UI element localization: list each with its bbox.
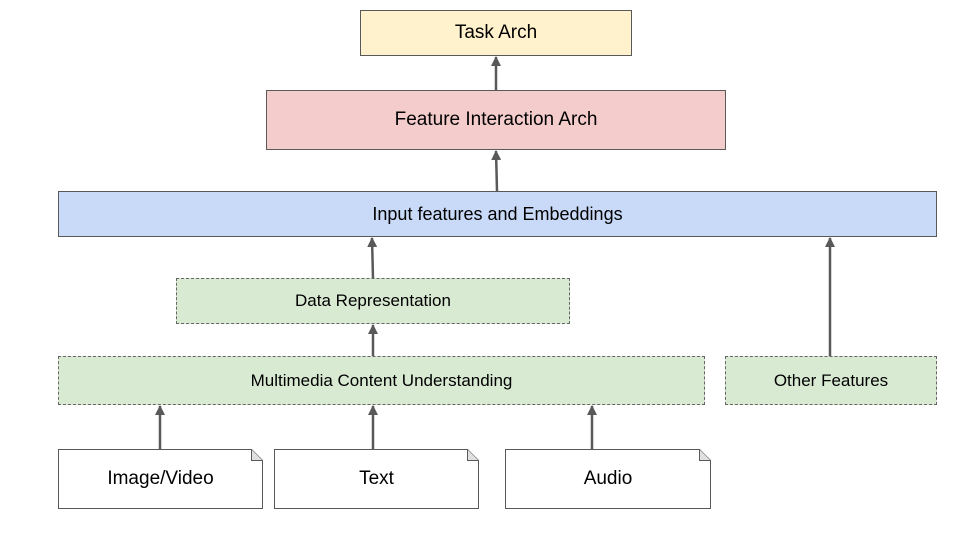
- arrow-feature-interaction: [491, 150, 502, 192]
- image-video-input-doc: Image/Video: [58, 449, 263, 509]
- data-representation-box: Data Representation: [176, 278, 570, 324]
- audio-label: Audio: [583, 468, 633, 489]
- other-features-label: Other Features: [773, 370, 889, 390]
- document-shape-icon: [274, 449, 479, 509]
- text-input-doc: Text: [274, 449, 479, 509]
- other-features-box: Other Features: [725, 356, 937, 405]
- feature-interaction-arch-box: Feature Interaction Arch: [266, 90, 726, 150]
- image-video-label: Image/Video: [107, 468, 214, 489]
- document-shape-icon: [58, 449, 263, 509]
- text-label: Text: [359, 468, 394, 489]
- feature-interaction-arch-label: Feature Interaction Arch: [394, 109, 598, 130]
- arrow-data-to-input: [367, 237, 378, 279]
- multimedia-content-understanding-label: Multimedia Content Understanding: [250, 370, 513, 390]
- input-features-label: Input features and Embeddings: [372, 203, 623, 224]
- input-features-box: Input features and Embeddings: [58, 191, 937, 237]
- data-representation-label: Data Representation: [295, 291, 451, 310]
- multimedia-content-understanding-box: Multimedia Content Understanding: [58, 356, 705, 405]
- task-arch-label: Task Arch: [454, 22, 538, 43]
- document-shape-icon: [505, 449, 711, 509]
- audio-input-doc: Audio: [505, 449, 711, 509]
- task-arch-box: Task Arch: [360, 10, 632, 56]
